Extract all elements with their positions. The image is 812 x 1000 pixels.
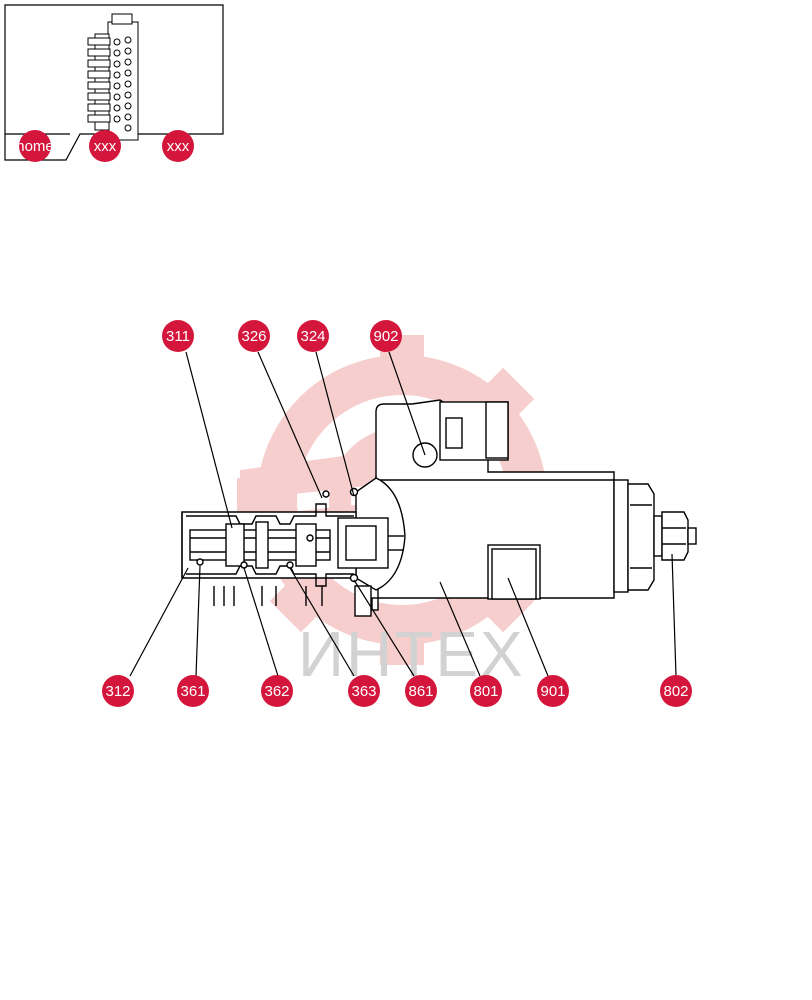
- o-ring-362[interactable]: [240, 561, 248, 569]
- end-nut[interactable]: [613, 479, 697, 593]
- callout-801[interactable]: 801: [470, 675, 502, 707]
- callout-363[interactable]: 363: [348, 675, 380, 707]
- breadcrumb-link-1[interactable]: xxx: [89, 130, 121, 162]
- thumbnail-valve-block[interactable]: [87, 13, 139, 141]
- o-ring-361[interactable]: [196, 558, 204, 566]
- callout-801-label: 801: [473, 683, 498, 700]
- solenoid-valve-drawing: [181, 399, 697, 617]
- callout-361[interactable]: 361: [177, 675, 209, 707]
- callout-324-label: 324: [300, 328, 325, 345]
- callout-361-label: 361: [180, 683, 205, 700]
- callout-326-label: 326: [241, 328, 266, 345]
- callout-312-label: 312: [105, 683, 130, 700]
- callout-311-label: 311: [166, 328, 190, 345]
- callout-324[interactable]: 324: [297, 320, 329, 352]
- callout-901[interactable]: 901: [537, 675, 569, 707]
- breadcrumb-link-2-label: xxx: [167, 138, 190, 155]
- nameplate[interactable]: [487, 544, 541, 600]
- callout-363-label: 363: [351, 683, 376, 700]
- o-ring-363[interactable]: [286, 561, 294, 569]
- callout-902[interactable]: 902: [370, 320, 402, 352]
- leader-lines: [129, 351, 677, 677]
- callout-861-label: 861: [408, 683, 433, 700]
- home-button-label: home: [16, 138, 54, 155]
- coil-housing[interactable]: [375, 399, 615, 599]
- breadcrumb-link-1-label: xxx: [94, 138, 117, 155]
- callout-312[interactable]: 312: [102, 675, 134, 707]
- valve-sleeve[interactable]: [181, 487, 404, 607]
- callout-362[interactable]: 362: [261, 675, 293, 707]
- callout-362-label: 362: [264, 683, 289, 700]
- callout-802[interactable]: 802: [660, 675, 692, 707]
- callout-311[interactable]: 311: [162, 320, 194, 352]
- callout-326[interactable]: 326: [238, 320, 270, 352]
- o-ring-861[interactable]: [349, 573, 359, 583]
- callout-902-label: 902: [373, 328, 398, 345]
- callout-802-label: 802: [663, 683, 688, 700]
- breadcrumb-link-2[interactable]: xxx: [162, 130, 194, 162]
- thumbnail-panel: home xxx xxx: [4, 4, 224, 162]
- home-button[interactable]: home: [16, 130, 54, 162]
- callout-861[interactable]: 861: [405, 675, 437, 707]
- callout-901-label: 901: [540, 683, 565, 700]
